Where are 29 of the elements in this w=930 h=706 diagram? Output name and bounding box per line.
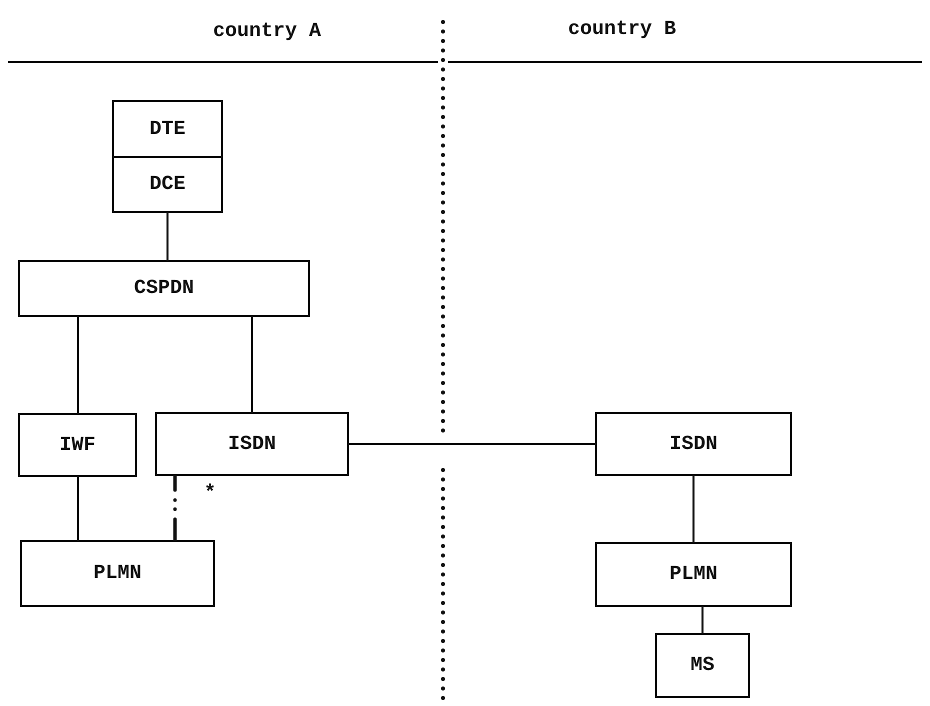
connector-line xyxy=(166,213,168,260)
node-label: PLMN xyxy=(93,562,142,585)
connector-line xyxy=(702,607,704,633)
node-label: DTE xyxy=(149,118,186,140)
network-box xyxy=(595,412,792,476)
network-box xyxy=(18,260,310,317)
connector-line xyxy=(77,317,79,413)
node-label: ISDN xyxy=(669,432,718,456)
connector-line xyxy=(251,317,253,412)
node-label: MS xyxy=(690,654,714,677)
connector-line xyxy=(692,476,694,542)
connector-line xyxy=(77,477,79,540)
network-box xyxy=(18,413,137,477)
node-label: ISDN xyxy=(228,432,276,456)
column-heading: country B xyxy=(568,18,676,41)
connector-line xyxy=(173,474,177,542)
network-box xyxy=(112,156,223,213)
network-box xyxy=(20,540,215,607)
column-heading: country A xyxy=(213,20,322,43)
node-label: DCE xyxy=(149,173,186,196)
network-box xyxy=(112,100,223,158)
footnote-mark: * xyxy=(204,482,216,505)
connector-line xyxy=(349,443,595,445)
node-label: PLMN xyxy=(669,563,718,586)
node-label: CSPDN xyxy=(134,277,194,300)
network-box xyxy=(595,542,792,607)
network-box xyxy=(155,412,349,476)
network-box xyxy=(655,633,750,698)
node-label: IWF xyxy=(59,434,96,456)
